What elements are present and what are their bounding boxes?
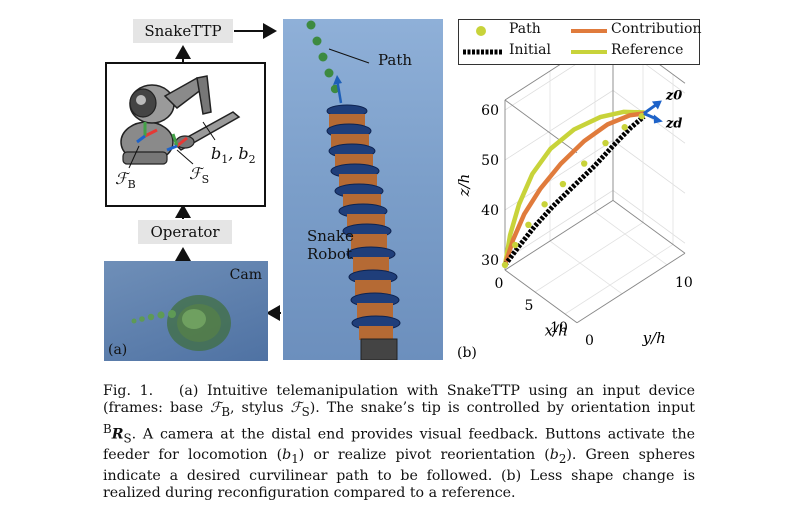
legend-swatches (463, 26, 607, 55)
z-tick-label: 30 (481, 253, 499, 269)
path-point (602, 139, 609, 147)
path-point (559, 180, 567, 188)
x-tick-label: 10 (550, 320, 568, 336)
path-point (512, 241, 519, 249)
y-axis-label: y/h (642, 329, 666, 347)
panel-b-legend: Path Contribution Initial Reference (458, 19, 702, 65)
axis-frame-line (504, 65, 561, 101)
legend-path-swatch (476, 26, 486, 36)
initial-series-line (502, 114, 646, 267)
zd-arrow-head (653, 114, 663, 124)
snake-robot-label-line1: Snake (307, 227, 354, 245)
legend-initial-label: Initial (509, 42, 551, 58)
y-tick-label: 0 (585, 333, 594, 349)
snake-robot-simulation: Path Snake Robot (283, 19, 443, 360)
z-axis-label: z/h (455, 174, 473, 198)
y-tick-label: 10 (675, 275, 693, 291)
input-device-box: ℱB ℱS b1, b2 (105, 62, 266, 207)
camera-scene (131, 295, 231, 351)
path-label: Path (378, 51, 413, 69)
axis-frame-line (576, 252, 686, 324)
cam-label: Cam (229, 267, 262, 283)
path-point (581, 160, 588, 167)
grid-line (504, 65, 686, 111)
path-point (525, 221, 532, 228)
x-tick-label: 0 (495, 276, 504, 292)
reference-series-line (502, 109, 647, 268)
x-axis-label: x/h (545, 322, 568, 340)
snake-robot-label-line2: Robot (307, 245, 352, 263)
path-point (621, 124, 628, 131)
legend-path-label: Path (509, 21, 541, 37)
z0-arrow-head (651, 100, 662, 110)
panel-b-3d-plot: 30 40 50 60 0 5 10 0 10 z/h x/h y/h z0 zd (b) (455, 65, 693, 361)
axis-frame-line (659, 65, 686, 84)
zd-label: zd (665, 116, 682, 131)
axis-frame-line (504, 99, 578, 154)
camera-view: Cam (a) (104, 261, 268, 361)
contribution-series-line (502, 111, 647, 268)
snakettp-box: SnakeTTP (133, 19, 233, 43)
snake-segments (326, 104, 401, 360)
buttons-label: b1, b2 (211, 144, 256, 167)
frame-base-label: ℱB (115, 169, 136, 192)
axis-frame-line (504, 200, 614, 271)
legend-contribution-label: Contribution (611, 21, 702, 37)
z-tick-label: 60 (481, 103, 499, 119)
panel-b-tag: (b) (457, 345, 477, 361)
z-tick-label: 50 (481, 153, 499, 169)
path-point (541, 201, 548, 208)
axis-frame-line (612, 200, 686, 254)
path-point (501, 261, 509, 269)
panel-a-connectors (175, 23, 281, 321)
haptic-device-illustration (120, 75, 241, 169)
x-tick-label: 5 (525, 298, 534, 314)
axis-frame-line (504, 269, 578, 324)
legend-reference-label: Reference (611, 42, 684, 58)
z-tick-label: 40 (481, 203, 499, 219)
frame-stylus-label: ℱS (189, 164, 210, 187)
figure-caption: Fig. 1. (a) Intuitive telemanipulation w… (103, 383, 695, 502)
panel-a-tag: (a) (108, 342, 128, 358)
snake-robot-render (306, 20, 401, 360)
grid-line (564, 74, 674, 315)
z0-label: z0 (665, 88, 682, 103)
operator-box: Operator (138, 220, 232, 244)
path-point (638, 112, 645, 120)
